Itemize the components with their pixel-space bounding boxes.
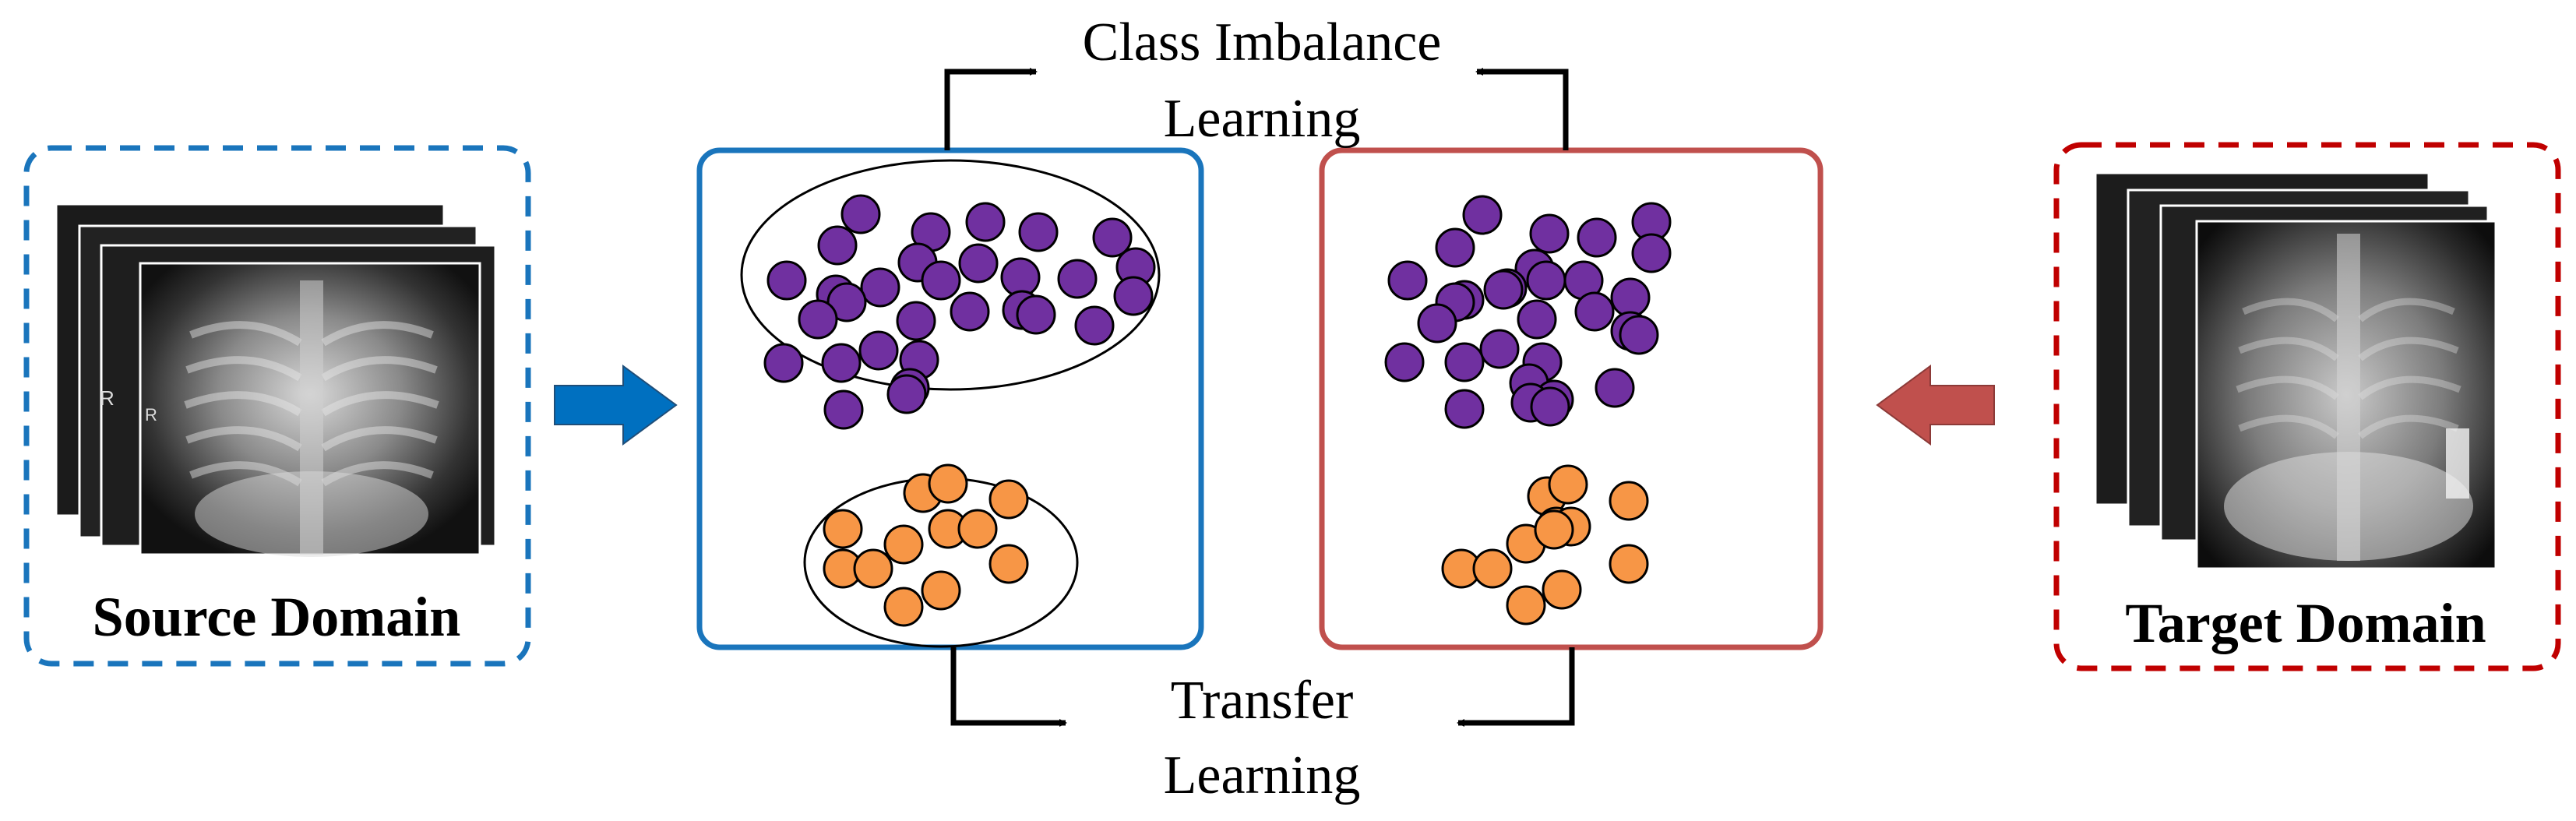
source-to-class-imbalance-arrow xyxy=(944,68,1038,150)
target-xray-stack-icon xyxy=(2094,171,2497,570)
minority-point xyxy=(1472,548,1513,589)
majority-point xyxy=(1610,277,1651,318)
minority-point xyxy=(883,524,924,565)
source-xray-front-image xyxy=(139,262,481,557)
majority-point xyxy=(1526,260,1566,301)
source-xray-marker: R xyxy=(145,405,157,425)
majority-point xyxy=(958,243,999,284)
minority-point xyxy=(823,509,863,549)
majority-point xyxy=(1483,270,1524,310)
majority-point xyxy=(1444,342,1485,382)
majority-point xyxy=(1574,291,1615,332)
class-imbalance-label-line1: Class Imbalance xyxy=(1082,12,1442,72)
minority-point xyxy=(988,479,1029,520)
minority-point xyxy=(1542,569,1582,610)
source-to-transfer-arrow xyxy=(950,647,1067,727)
minority-point xyxy=(1506,585,1546,625)
target-xray-front-image xyxy=(2195,220,2497,570)
majority-point xyxy=(1577,217,1617,258)
target-to-transfer-arrow xyxy=(1457,647,1575,727)
target-to-class-imbalance-arrow xyxy=(1475,68,1569,150)
majority-point xyxy=(965,202,1006,242)
source-domain-box xyxy=(23,145,531,667)
minority-point xyxy=(1609,481,1649,521)
majority-point xyxy=(817,225,858,266)
transfer-label-line2: Learning xyxy=(1163,745,1361,805)
majority-point xyxy=(1479,329,1520,369)
class-imbalance-label-line2: Learning xyxy=(1163,89,1361,149)
majority-point xyxy=(858,330,899,371)
minority-point xyxy=(928,463,968,504)
majority-point xyxy=(1444,389,1485,429)
majority-point xyxy=(1016,294,1056,335)
minority-point xyxy=(1609,544,1649,584)
majority-point xyxy=(1018,212,1059,252)
source-majority-points xyxy=(763,194,1156,430)
target-majority-points xyxy=(1384,195,1672,429)
majority-point xyxy=(886,374,927,414)
majority-point xyxy=(1074,305,1115,346)
class-imbalance-learning-label: Class Imbalance Learning xyxy=(966,5,1558,157)
majority-point xyxy=(860,267,900,308)
majority-point xyxy=(821,343,862,383)
majority-point xyxy=(826,282,867,322)
minority-point xyxy=(988,544,1029,584)
majority-point xyxy=(763,343,804,383)
majority-point xyxy=(1384,342,1425,382)
majority-point xyxy=(1387,260,1428,301)
minority-point xyxy=(921,570,961,611)
majority-point xyxy=(1595,368,1635,408)
majority-point xyxy=(1113,276,1154,316)
majority-point xyxy=(896,301,936,341)
transfer-label-line1: Transfer xyxy=(1170,671,1354,731)
source-xray-stack-icon: R R xyxy=(55,203,497,557)
transfer-learning-label: Transfer Learning xyxy=(966,664,1558,813)
majority-point xyxy=(1435,227,1475,268)
majority-point xyxy=(823,389,864,430)
majority-point xyxy=(921,260,961,301)
source-domain-label: Source Domain xyxy=(92,586,461,648)
majority-point xyxy=(1517,299,1557,340)
majority-point xyxy=(1631,233,1672,273)
source-flow-arrow-icon xyxy=(554,365,678,446)
majority-point xyxy=(1529,213,1570,254)
minority-point xyxy=(853,548,893,589)
majority-point xyxy=(1530,386,1570,427)
minority-point xyxy=(883,587,924,627)
target-flow-arrow-icon xyxy=(1876,365,1995,446)
majority-point xyxy=(1619,315,1659,355)
target-minority-points xyxy=(1441,464,1649,625)
majority-point xyxy=(766,260,807,301)
minority-point xyxy=(1548,464,1588,505)
majority-point xyxy=(1092,217,1133,258)
majority-point xyxy=(798,299,838,340)
source-majority-cluster-boundary xyxy=(740,159,1161,391)
majority-point xyxy=(1417,303,1457,344)
target-domain-label: Target Domain xyxy=(2125,592,2486,654)
source-minority-points xyxy=(823,463,1029,627)
source-xray-marker: R xyxy=(100,386,115,410)
minority-point xyxy=(1534,509,1574,550)
majority-point xyxy=(1057,259,1098,299)
majority-point xyxy=(840,194,881,234)
minority-point xyxy=(957,509,998,549)
majority-point xyxy=(1462,195,1503,235)
majority-point xyxy=(950,291,990,332)
target-domain-box xyxy=(2053,142,2561,671)
